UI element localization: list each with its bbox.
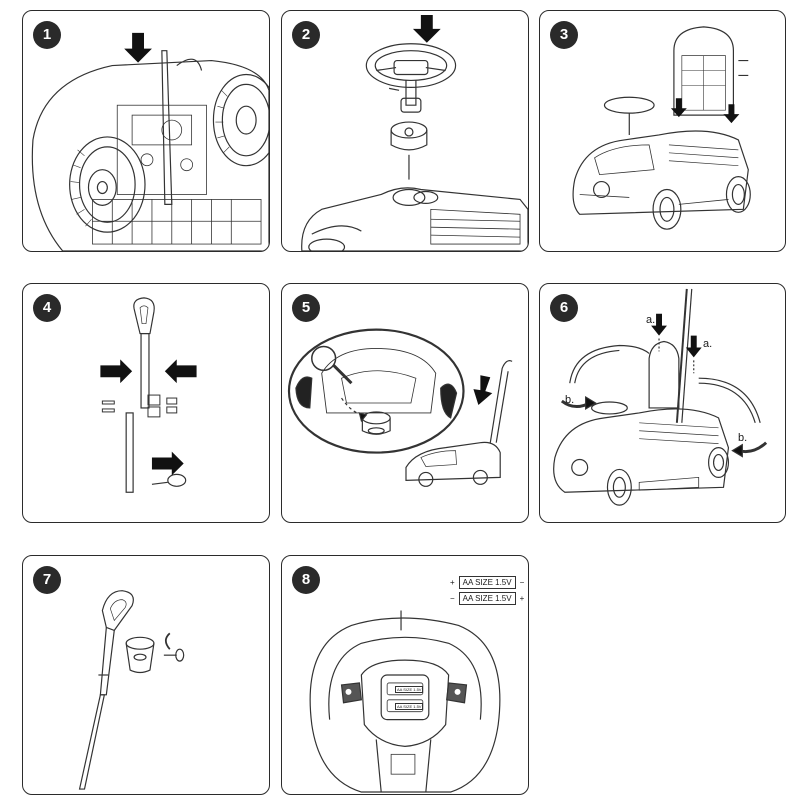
label-b-right: b. (738, 432, 748, 444)
safety-bar-install-illustration (553, 288, 768, 506)
step-number-badge: 7 (33, 566, 61, 594)
battery-orientation-row: + AA SIZE 1.5V − (450, 576, 524, 589)
step-number-badge: 3 (550, 21, 578, 49)
step-number-badge: 2 (292, 21, 320, 49)
step-number-badge: 6 (550, 294, 578, 322)
wheel-battery-label: AA SIZE 1.5V (395, 686, 424, 693)
battery-label: AA SIZE 1.5V (458, 592, 516, 605)
battery-terminal-left: + (450, 578, 455, 587)
step-7-panel: 7 (22, 555, 270, 795)
battery-orientation-row: − AA SIZE 1.5V + (450, 592, 524, 605)
step-1-panel: 1 (22, 10, 270, 252)
battery-terminal-left: − (450, 594, 455, 603)
step-number-badge: 5 (292, 294, 320, 322)
label-a-left: a. (646, 314, 656, 326)
step-2-panel: 2 (281, 10, 529, 252)
handle-insertion-illustration (287, 328, 513, 487)
label-a-right: a. (703, 338, 713, 350)
battery-label: AA SIZE 1.5V (458, 576, 516, 589)
step-5-panel: 5 (281, 283, 529, 523)
steering-wheel-install-illustration (301, 14, 528, 251)
battery-terminal-right: + (519, 594, 525, 603)
car-underside-illustration (31, 32, 269, 251)
steering-wheel-battery-illustration (309, 610, 501, 793)
step-number-badge: 4 (33, 294, 61, 322)
step-number-badge: 8 (292, 566, 320, 594)
seat-backrest-install-illustration (572, 26, 751, 230)
push-handle-parts-illustration (100, 297, 197, 493)
step-number-badge: 1 (33, 21, 61, 49)
handle-removal-illustration (78, 590, 185, 790)
step-4-panel: 4 (22, 283, 270, 523)
step-8-panel: 8 + AA SIZE 1.5V − − AA SIZE 1.5V + AA S… (281, 555, 529, 795)
label-b-left: b. (565, 394, 575, 406)
step-3-panel: 3 (539, 10, 786, 252)
step-6-panel: 6 a. a. b. b. (539, 283, 786, 523)
battery-terminal-right: − (519, 578, 525, 587)
wheel-battery-label: AA SIZE 1.5V (395, 703, 424, 710)
